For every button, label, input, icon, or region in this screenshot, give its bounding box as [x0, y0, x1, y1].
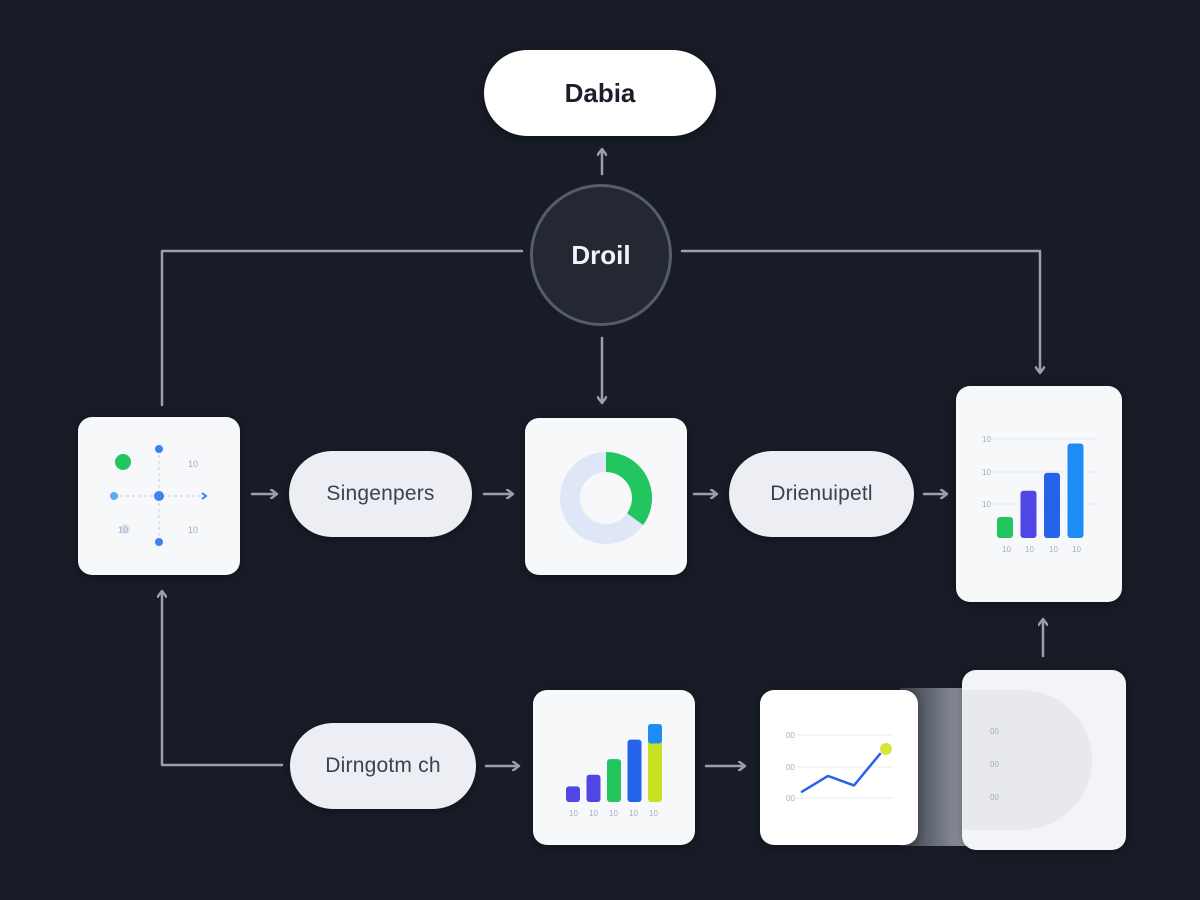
node-top[interactable]: Dabia — [484, 50, 716, 136]
scatter-tick-label: 10 — [188, 525, 198, 535]
scatter-point — [110, 492, 118, 500]
scatter-tick-label: 10 — [188, 459, 198, 469]
faded-card-graphic: 00 00 00 — [962, 690, 1092, 830]
donut-chart — [560, 452, 652, 544]
scatter-point — [154, 491, 164, 501]
connector-hub-left — [160, 249, 524, 407]
node-right-pill-label: Drienuipetl — [770, 482, 873, 505]
line-end-point — [880, 742, 892, 755]
node-left-pill-label: Singenpers — [326, 482, 435, 505]
y-tick-label: 00 — [990, 793, 999, 802]
bar-bottom — [566, 786, 580, 802]
line-chart: 00 00 00 — [786, 731, 892, 803]
donut-card[interactable] — [525, 418, 687, 575]
x-tick-label: 10 — [569, 809, 578, 818]
node-hub-label: Droil — [571, 239, 631, 270]
connector-bottom-left — [162, 592, 284, 767]
scatter-point — [155, 445, 163, 453]
bar-right — [1067, 443, 1084, 538]
node-hub[interactable]: Droil — [530, 184, 672, 326]
y-tick-label: 00 — [990, 727, 999, 736]
line-series — [800, 752, 882, 793]
scatter-graphic: 10 10 10 — [110, 445, 208, 546]
scatter-point — [115, 454, 131, 470]
y-tick-label: 00 — [990, 760, 999, 769]
line-card[interactable]: 00 00 00 — [760, 690, 918, 845]
bar-right — [1044, 472, 1060, 538]
scatter-tick-label: 10 — [118, 525, 128, 535]
node-left-pill[interactable]: Singenpers — [289, 451, 472, 537]
bar-bottom — [607, 759, 621, 802]
bar-card-right[interactable]: 10 10 10 10 10 10 10 — [956, 386, 1122, 602]
node-top-label: Dabia — [564, 77, 636, 108]
node-right-pill[interactable]: Drienuipetl — [729, 451, 914, 537]
x-tick-label: 10 — [1072, 545, 1081, 554]
bar-chart-right: 10 10 10 10 10 10 10 — [982, 435, 1096, 554]
scatter-point — [201, 492, 208, 500]
scatter-point — [120, 524, 130, 534]
bar-right — [1020, 490, 1037, 538]
bar-bottom — [627, 739, 642, 802]
faded-card[interactable]: 00 00 00 — [962, 670, 1126, 850]
x-tick-label: 10 — [629, 809, 638, 818]
y-tick-label: 00 — [786, 731, 795, 740]
scatter-card[interactable]: 10 10 10 — [78, 417, 240, 575]
x-tick-label: 10 — [589, 809, 598, 818]
scatter-point — [155, 538, 163, 546]
x-tick-label: 10 — [649, 809, 658, 818]
donut-slice — [605, 452, 652, 526]
x-tick-label: 10 — [1002, 545, 1011, 554]
x-tick-label: 10 — [609, 809, 618, 818]
bar-chart-bottom: 10 10 10 10 10 — [566, 724, 662, 818]
bar-bottom-top-segment — [648, 724, 662, 744]
x-tick-label: 10 — [1025, 545, 1034, 554]
x-tick-label: 10 — [1049, 545, 1058, 554]
bar-right — [997, 517, 1013, 538]
y-tick-label: 00 — [786, 794, 795, 803]
bar-card-bottom[interactable]: 10 10 10 10 10 — [533, 690, 695, 845]
connector-hub-right — [680, 249, 1040, 372]
y-tick-label: 10 — [982, 468, 991, 477]
node-bottom-pill-label: Dirngotm ch — [325, 754, 441, 777]
y-tick-label: 10 — [982, 500, 991, 509]
y-tick-label: 00 — [786, 763, 795, 772]
y-tick-label: 10 — [982, 435, 991, 444]
node-bottom-pill[interactable]: Dirngotm ch — [290, 723, 476, 809]
bar-bottom — [586, 774, 601, 802]
